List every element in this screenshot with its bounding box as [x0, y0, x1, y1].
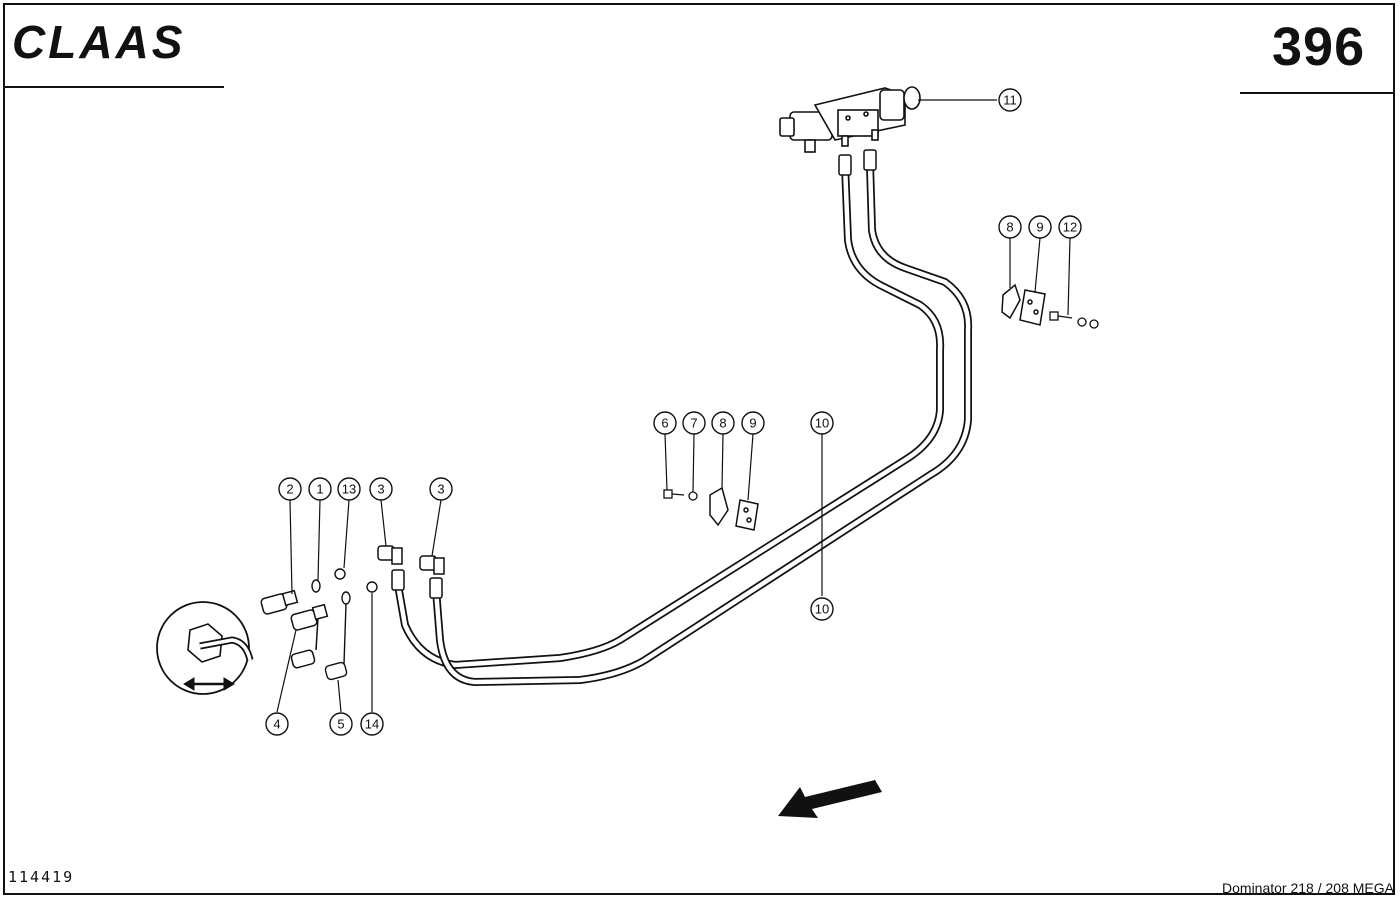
- brand-logo: CLAAS: [12, 20, 185, 66]
- svg-text:7: 7: [690, 416, 697, 431]
- callout-9-middle: 9: [741, 411, 765, 435]
- adapter-4: [290, 603, 329, 669]
- seal-ring-14: [366, 581, 378, 593]
- model-name: Dominator 218 / 208 MEGA: [1222, 880, 1394, 896]
- leaders-right-clamp: [1009, 237, 1071, 316]
- header-rule-right: [1240, 92, 1394, 94]
- svg-text:12: 12: [1063, 220, 1077, 235]
- detail-inset: [156, 601, 254, 695]
- header-rule-left: [4, 86, 224, 88]
- svg-text:CLAAS: CLAAS: [12, 20, 185, 66]
- screw-6: [663, 489, 685, 499]
- banjo-1: [311, 579, 321, 593]
- callout-12: 12: [1058, 215, 1082, 239]
- direction-arrow-icon: [778, 780, 882, 818]
- svg-text:8: 8: [1006, 220, 1013, 235]
- callout-2: 2: [278, 477, 302, 501]
- elbow-5: [324, 591, 351, 681]
- svg-text:10: 10: [815, 602, 829, 617]
- svg-text:13: 13: [342, 482, 356, 497]
- callout-11: 11: [998, 88, 1022, 112]
- leaders-left-fittings: [276, 499, 442, 713]
- page-number: 396: [1272, 17, 1366, 77]
- svg-text:4: 4: [273, 717, 280, 732]
- hose-fitting-top: [838, 149, 877, 176]
- svg-text:14: 14: [365, 717, 379, 732]
- svg-text:10: 10: [815, 416, 829, 431]
- svg-text:3: 3: [437, 482, 444, 497]
- callout-7: 7: [682, 411, 706, 435]
- clamp-half-middle: [709, 486, 729, 527]
- bolt-12: [1049, 311, 1099, 329]
- callout-1: 1: [308, 477, 332, 501]
- adapter-2: [260, 589, 299, 615]
- svg-text:5: 5: [337, 717, 344, 732]
- drawing-number: 114419: [8, 868, 75, 886]
- elbow-fitting-3a: [377, 545, 403, 565]
- svg-text:1: 1: [316, 482, 323, 497]
- seal-ring-13: [334, 568, 346, 580]
- svg-text:2: 2: [286, 482, 293, 497]
- clamp-block-upper: [1019, 289, 1046, 326]
- elbow-fitting-3b: [419, 555, 445, 575]
- callout-3-right: 3: [429, 477, 453, 501]
- clamp-block-middle: [735, 499, 759, 531]
- callout-13: 13: [337, 477, 361, 501]
- callout-9-right: 9: [1028, 215, 1052, 239]
- clamp-half-upper: [1001, 283, 1021, 320]
- drawing-frame: [3, 3, 1395, 895]
- callout-14: 14: [360, 712, 384, 736]
- svg-text:8: 8: [719, 416, 726, 431]
- callout-5: 5: [329, 712, 353, 736]
- callout-4: 4: [265, 712, 289, 736]
- hydraulic-hose-b: [432, 164, 973, 687]
- washer-7: [688, 491, 698, 501]
- svg-text:11: 11: [1003, 93, 1017, 108]
- callout-8-middle: 8: [711, 411, 735, 435]
- svg-text:3: 3: [377, 482, 384, 497]
- callout-10-upper: 10: [810, 411, 834, 435]
- double-arrow-icon: [183, 677, 235, 691]
- callout-3-left: 3: [369, 477, 393, 501]
- callout-10-lower: 10: [810, 597, 834, 621]
- svg-text:9: 9: [749, 416, 756, 431]
- control-valve: [779, 86, 921, 153]
- leaders-middle-clamp: [664, 433, 823, 596]
- callout-8-right: 8: [998, 215, 1022, 239]
- callout-6: 6: [653, 411, 677, 435]
- svg-text:6: 6: [661, 416, 668, 431]
- hose-fitting-bottom: [391, 569, 443, 599]
- svg-text:9: 9: [1036, 220, 1043, 235]
